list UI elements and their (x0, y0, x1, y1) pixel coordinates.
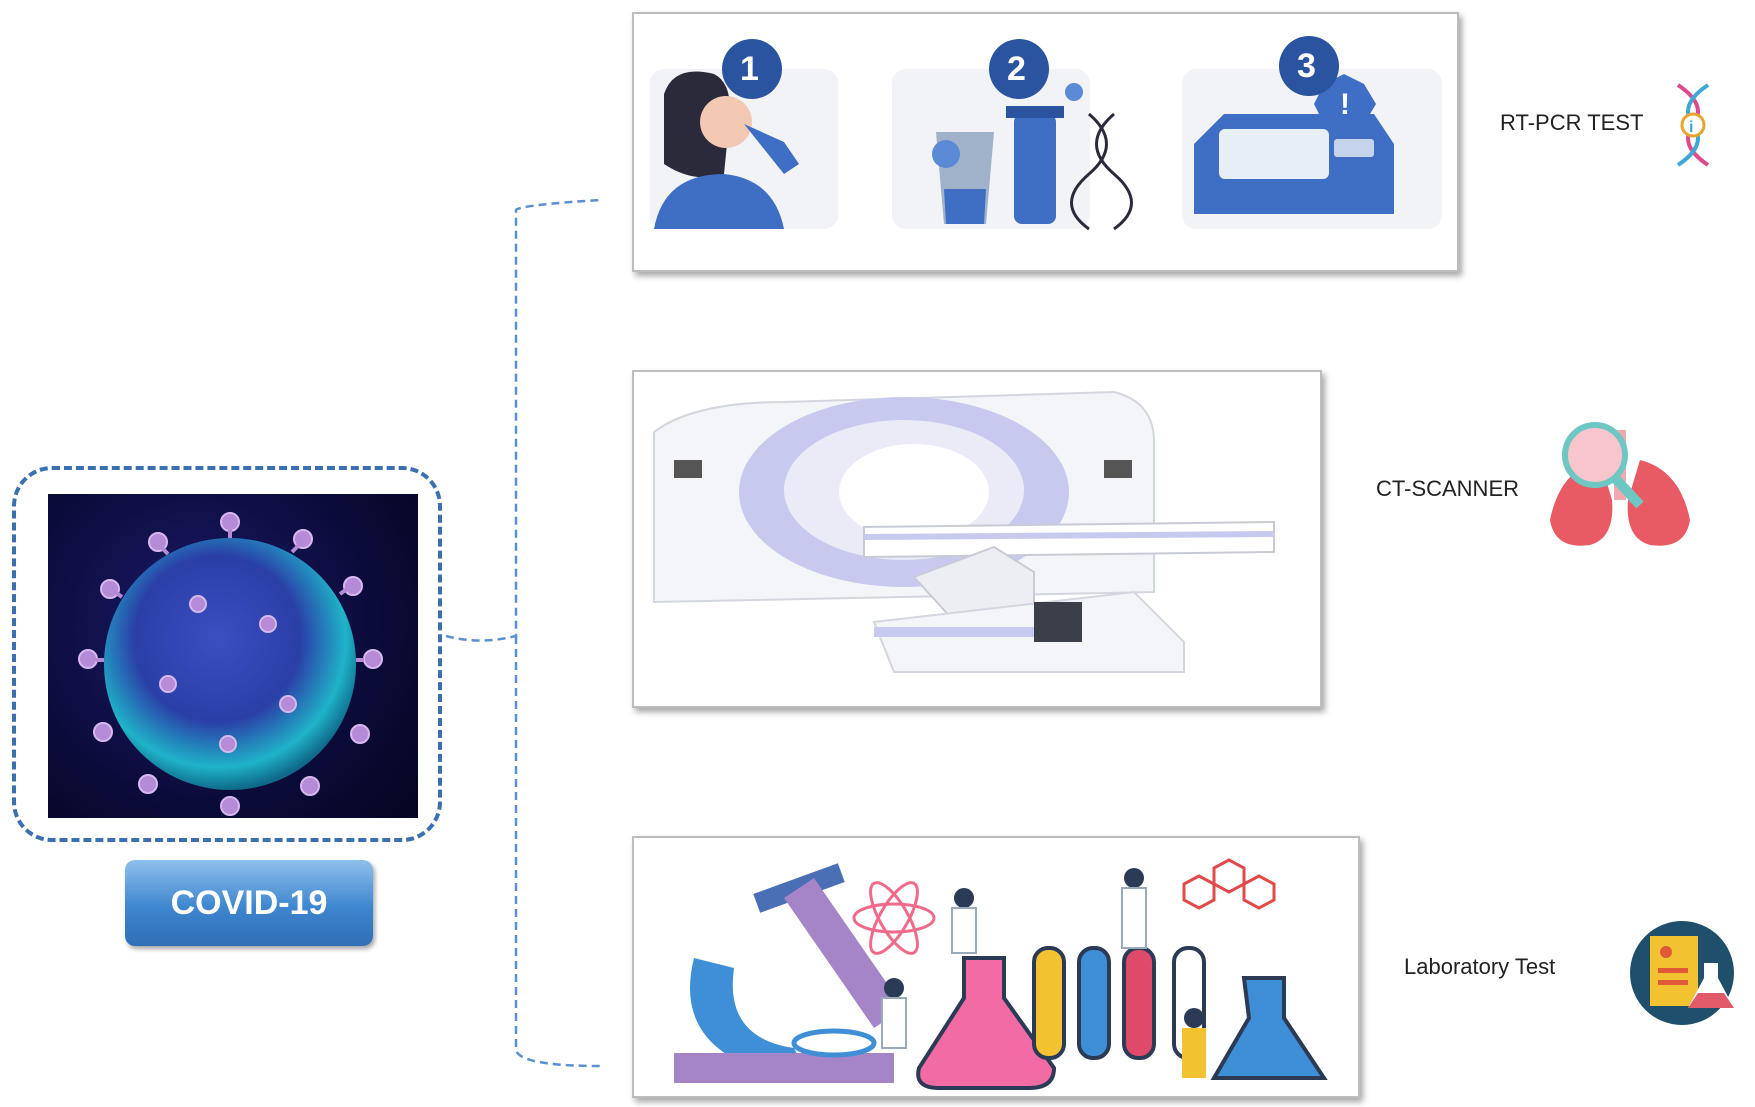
laboratory-test-label: Laboratory Test (1404, 954, 1556, 979)
lab-report-icon (1630, 921, 1734, 1025)
ct-scanner-label: CT-SCANNER (1376, 476, 1520, 501)
ct-scanner-panel (632, 370, 1322, 708)
coronavirus-image (48, 494, 418, 818)
step-3-number: 3 (1297, 47, 1316, 85)
step-badges (722, 36, 1339, 99)
svg-text:i: i (1689, 119, 1693, 136)
covid-19-badge: COVID-19 (125, 860, 373, 946)
svg-text:!: ! (1340, 88, 1350, 121)
laboratory-panel (632, 836, 1360, 1098)
rtpcr-panel: ! 1 2 3 (632, 12, 1459, 272)
step-1-number: 1 (740, 50, 759, 88)
lungs-magnifier-icon (1550, 422, 1690, 546)
step-2-number: 2 (1007, 50, 1026, 88)
rtpcr-label: RT-PCR TEST (1500, 110, 1644, 135)
dna-icon: i (1676, 83, 1710, 167)
